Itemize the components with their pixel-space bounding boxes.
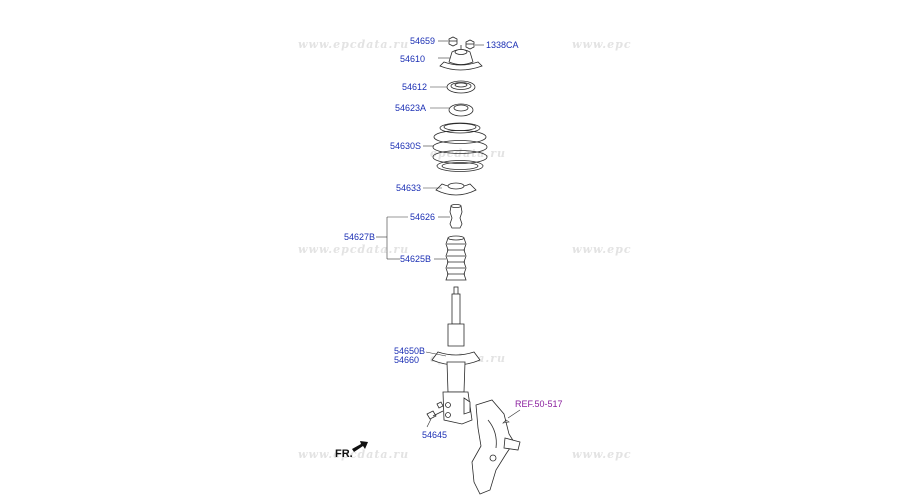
nut-1338ca bbox=[465, 39, 475, 50]
label-54625b[interactable]: 54625B bbox=[400, 254, 431, 264]
label-54659[interactable]: 54659 bbox=[410, 36, 435, 46]
spring-seat-54633 bbox=[435, 182, 477, 196]
label-54612[interactable]: 54612 bbox=[402, 82, 427, 92]
reference-label[interactable]: REF.50-517 bbox=[515, 399, 563, 409]
watermark-5: www.epcdata.ru bbox=[298, 448, 409, 461]
bump-stopper-54626 bbox=[449, 203, 463, 229]
coil-spring-54630s bbox=[432, 122, 488, 172]
watermark-4: www.epc bbox=[572, 243, 632, 256]
label-54645[interactable]: 54645 bbox=[422, 430, 447, 440]
front-indicator: FR. bbox=[335, 441, 368, 460]
watermark-1: www.epcdata.ru bbox=[298, 38, 409, 51]
front-arrow-icon bbox=[352, 441, 368, 452]
front-label: FR. bbox=[335, 448, 353, 460]
part-labels: 54659 1338CA 54610 54612 54623A 54630S 5… bbox=[344, 36, 563, 440]
steering-knuckle bbox=[471, 399, 521, 495]
strut-mount-54610 bbox=[439, 45, 483, 71]
label-54626[interactable]: 54626 bbox=[410, 212, 435, 222]
label-54610[interactable]: 54610 bbox=[400, 54, 425, 64]
nut-54659 bbox=[448, 36, 458, 47]
bolts-54645 bbox=[426, 401, 444, 420]
watermark-2: www.epc bbox=[572, 38, 632, 51]
leader-lines bbox=[376, 40, 521, 428]
watermark-3: www.epcdata.ru bbox=[298, 243, 409, 256]
dust-cover-54625b bbox=[445, 235, 467, 281]
label-54650b[interactable]: 54650B bbox=[394, 346, 425, 356]
bearing-54612 bbox=[446, 80, 476, 94]
label-54630s[interactable]: 54630S bbox=[390, 141, 421, 151]
label-54627b[interactable]: 54627B bbox=[344, 232, 375, 242]
label-1338ca[interactable]: 1338CA bbox=[486, 40, 519, 50]
watermark-6: www.epc bbox=[572, 448, 632, 461]
spring-pad-54623a bbox=[448, 103, 474, 117]
label-54633[interactable]: 54633 bbox=[396, 183, 421, 193]
label-54623a[interactable]: 54623A bbox=[395, 103, 426, 113]
label-54660[interactable]: 54660 bbox=[394, 355, 419, 365]
strut-assembly bbox=[431, 286, 481, 425]
